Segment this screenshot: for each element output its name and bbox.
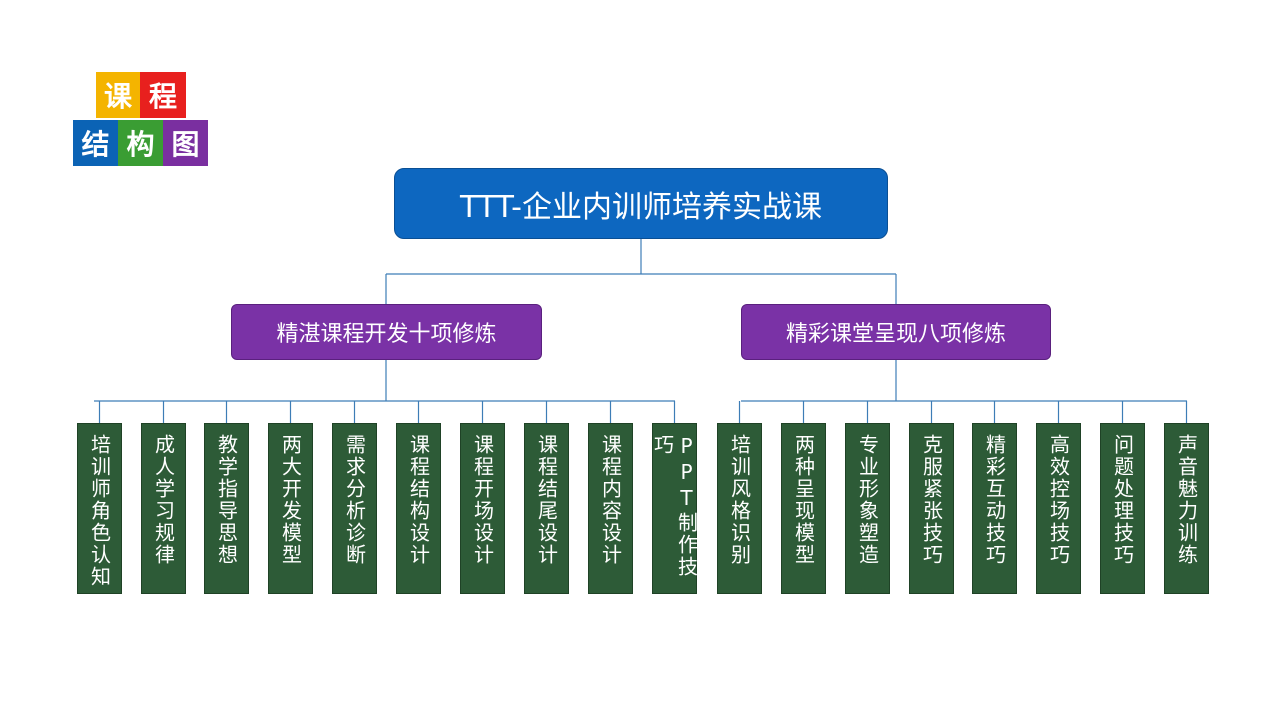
branch-node-course-development: 精湛课程开发十项修炼 (231, 304, 542, 360)
leaf-node: 两大开发模型 (268, 423, 313, 594)
branch-label: 精彩课堂呈现八项修炼 (785, 322, 1006, 347)
leaf-label: 两种呈现模型 (791, 434, 816, 566)
root-label: TTT-企业内训师培养实战课 (460, 189, 822, 225)
leaf-node: PPT制作技巧 (650, 423, 699, 594)
leaf-node: 教学指导思想 (204, 423, 249, 594)
leaf-node: 需求分析诊断 (332, 423, 377, 594)
leaf-label: 课程内容设计 (598, 434, 623, 566)
branch-node-classroom-delivery: 精彩课堂呈现八项修炼 (741, 304, 1051, 360)
leaf-node: 课程结尾设计 (524, 423, 569, 594)
leaf-node: 培训师角色认知 (77, 423, 122, 594)
leaf-node: 课程结构设计 (396, 423, 441, 594)
leaf-node: 问题处理技巧 (1100, 423, 1145, 594)
leaf-node: 专业形象塑造 (845, 423, 890, 594)
leaf-label: 问题处理技巧 (1110, 434, 1135, 566)
leaf-label: 声音魅力训练 (1174, 434, 1199, 566)
leaf-label: 培训师角色认知 (87, 434, 112, 588)
leaf-node: 课程开场设计 (460, 423, 505, 594)
leaf-node: 课程内容设计 (588, 423, 633, 594)
leaf-label: PPT制作技巧 (650, 434, 699, 578)
leaf-node: 高效控场技巧 (1036, 423, 1081, 594)
leaf-label: 精彩互动技巧 (982, 434, 1007, 566)
leaf-label: 两大开发模型 (278, 434, 303, 566)
leaf-label: 需求分析诊断 (342, 434, 367, 566)
root-node: TTT-企业内训师培养实战课 (394, 168, 888, 239)
leaf-label: 课程开场设计 (470, 434, 495, 566)
leaf-node: 声音魅力训练 (1164, 423, 1209, 594)
leaf-label: 克服紧张技巧 (919, 434, 944, 566)
logo-tile-2: 程 (140, 72, 186, 118)
leaf-label: 培训风格识别 (727, 434, 752, 566)
leaf-node: 克服紧张技巧 (909, 423, 954, 594)
logo-tile-3: 结 (73, 120, 118, 166)
leaf-label: 教学指导思想 (214, 434, 239, 566)
leaf-label: 高效控场技巧 (1046, 434, 1071, 566)
leaf-label: 课程结构设计 (406, 434, 431, 566)
leaf-node: 成人学习规律 (141, 423, 186, 594)
leaf-node: 培训风格识别 (717, 423, 762, 594)
logo-tile-4: 构 (118, 120, 163, 166)
leaf-node: 两种呈现模型 (781, 423, 826, 594)
leaf-node: 精彩互动技巧 (972, 423, 1017, 594)
branch-label: 精湛课程开发十项修炼 (276, 322, 497, 347)
logo-tile-5: 图 (163, 120, 208, 166)
leaf-label: 课程结尾设计 (534, 434, 559, 566)
leaf-label: 专业形象塑造 (855, 434, 880, 566)
leaf-label: 成人学习规律 (151, 434, 176, 566)
logo-tile-1: 课 (96, 72, 140, 118)
